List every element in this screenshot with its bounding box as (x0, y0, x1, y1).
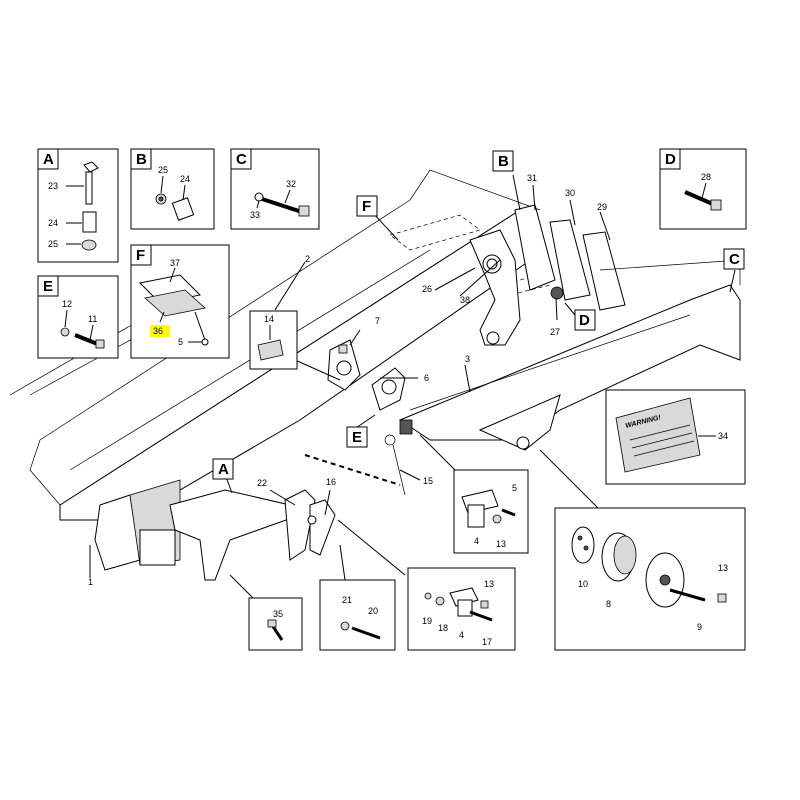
inset-e-letter: E (43, 278, 53, 295)
main-letter-f: F (362, 198, 371, 215)
inset-b-label-24: 24 (180, 174, 190, 184)
label-31: 31 (527, 173, 537, 183)
inset-c-label-33: 33 (250, 210, 260, 220)
inset-b-letter: B (136, 151, 147, 168)
inset-21-20-label-20: 20 (368, 606, 378, 616)
bracket-22 (169, 489, 301, 581)
inset-19-label-17: 17 (482, 637, 492, 647)
label-3: 3 (465, 354, 470, 364)
inset-warning: WARNING! 34 (605, 389, 746, 485)
main-letter-c: C (729, 251, 740, 268)
inset-35: 35 (248, 597, 303, 651)
support-rail (398, 284, 741, 441)
inset-19-label-4: 4 (459, 630, 464, 640)
main-letter-e: E (352, 429, 362, 446)
label-6: 6 (424, 373, 429, 383)
leader-lines (89, 174, 736, 601)
inset-a-letter: A (43, 151, 54, 168)
inset-b: B 25 24 (130, 148, 215, 230)
label-27: 27 (550, 327, 560, 337)
inset-b-label-25: 25 (158, 165, 168, 175)
inset-d-letter: D (665, 151, 676, 168)
main-labels: 1 2 3 6 7 15 16 22 26 38 27 29 30 31 (88, 173, 607, 587)
inset-a: A 23 24 25 (37, 148, 119, 263)
inset-19-label-13: 13 (484, 579, 494, 589)
label-15: 15 (423, 476, 433, 486)
inset-19-18-4-17: 13 19 18 4 17 (407, 567, 516, 651)
inset-d: D 28 (659, 148, 747, 230)
main-letter-a: A (218, 461, 229, 478)
inset-f-label-5: 5 (178, 337, 183, 347)
inset-10-label-9: 9 (697, 622, 702, 632)
inset-21-20: 21 20 (319, 579, 396, 651)
inset-10-8-13-9: 10 8 13 9 (554, 507, 746, 651)
inset-21-20-label-21: 21 (342, 595, 352, 605)
inset-5-4-13: 5 4 13 (453, 469, 529, 554)
label-29: 29 (597, 202, 607, 212)
inset-c-letter: C (236, 151, 247, 168)
label-7: 7 (375, 316, 380, 326)
inset-f-label-36: 36 (153, 326, 163, 336)
label-30: 30 (565, 188, 575, 198)
inset-10-label-13: 13 (718, 563, 728, 573)
plate-30 (549, 219, 591, 301)
inset-e-label-11: 11 (88, 314, 97, 324)
inset-e: E 12 11 (37, 275, 119, 359)
inset-5-label-5: 5 (512, 483, 517, 493)
label-1: 1 (88, 577, 93, 587)
inset-14-label: 14 (264, 314, 274, 324)
pivot-bracket (469, 229, 521, 346)
inset-10-label-10: 10 (578, 579, 588, 589)
inset-f: F 37 36 5 (130, 244, 230, 359)
inset-c: C 32 33 (230, 148, 320, 230)
inset-f-label-37: 37 (170, 258, 180, 268)
main-letter-d: D (579, 312, 590, 329)
inset-19-label-19: 19 (422, 616, 432, 626)
inset-5-label-4: 4 (474, 536, 479, 546)
region-f-outline (389, 214, 481, 251)
label-22: 22 (257, 478, 267, 488)
main-assembly (9, 169, 741, 581)
inset-5-label-13: 13 (496, 539, 506, 549)
label-26: 26 (422, 284, 432, 294)
inset-c-label-32: 32 (286, 179, 296, 189)
inset-f-letter: F (136, 247, 145, 264)
main-letter-boxes: F B C D E A (212, 150, 745, 480)
post-1 (94, 494, 141, 571)
inset-warning-label-34: 34 (718, 431, 728, 441)
inset-a-label-23: 23 (48, 181, 58, 191)
inset-14: 14 (249, 310, 298, 370)
inset-a-label-25: 25 (48, 239, 58, 249)
label-2: 2 (305, 254, 310, 264)
inset-19-label-18: 18 (438, 623, 448, 633)
inset-a-label-24: 24 (48, 218, 58, 228)
inset-35-label: 35 (273, 609, 283, 619)
inset-10-label-8: 8 (606, 599, 611, 609)
label-16: 16 (326, 477, 336, 487)
inset-d-label-28: 28 (701, 172, 711, 182)
inset-e-label-12: 12 (62, 299, 72, 309)
plate-29 (582, 231, 626, 311)
main-letter-b: B (498, 153, 509, 170)
plate-31 (514, 204, 556, 291)
label-38: 38 (460, 295, 470, 305)
